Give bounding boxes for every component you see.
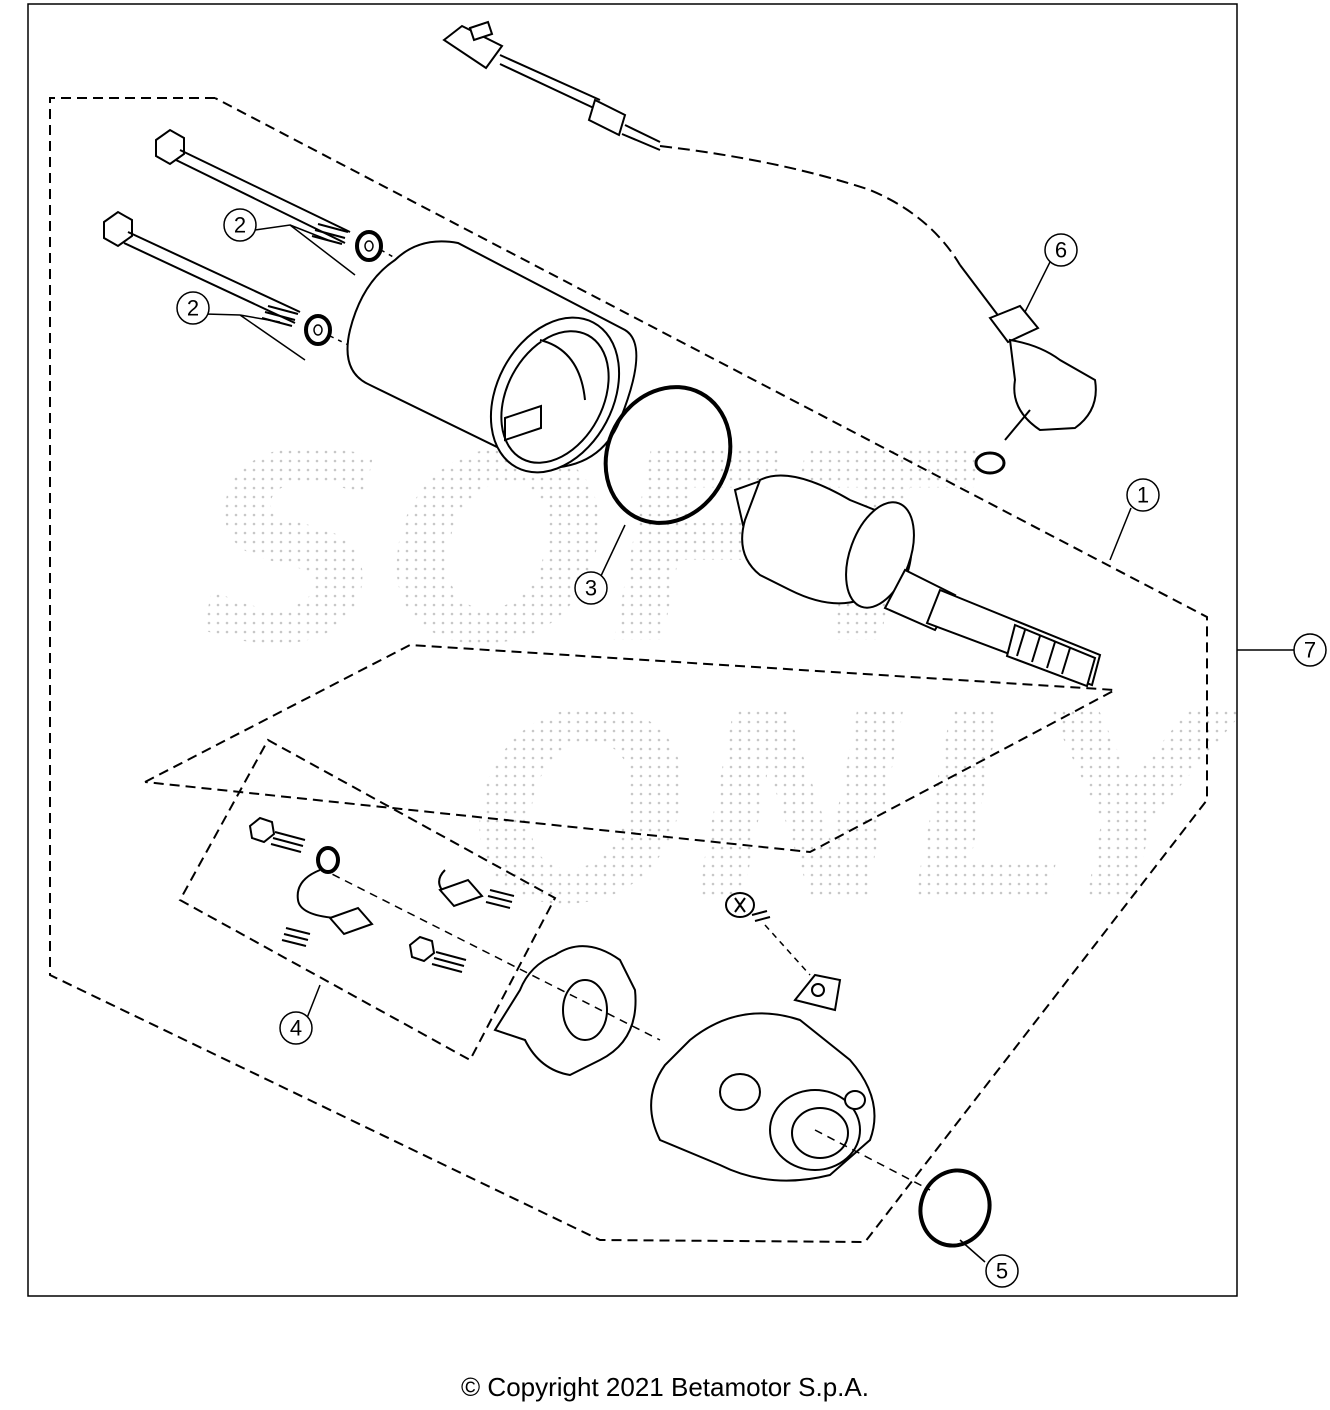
callout-7: 7 — [1293, 633, 1327, 667]
callout-1: 1 — [1126, 478, 1160, 512]
callout-4-label: 4 — [290, 1016, 302, 1041]
assembly-outline — [49, 97, 1208, 1244]
bolt-lower — [103, 210, 301, 327]
screw — [725, 892, 771, 922]
callout-2-lower-label: 2 — [187, 296, 199, 321]
callout-2-lower: 2 — [176, 291, 210, 325]
callout-2-upper-label: 2 — [234, 213, 246, 238]
armature-plane-outline — [144, 643, 1119, 854]
callout-2-upper: 2 — [223, 208, 257, 242]
end-cover — [650, 973, 876, 1182]
callout-4: 4 — [279, 1011, 313, 1045]
brush-holder — [493, 945, 637, 1077]
washer-lower — [304, 314, 332, 346]
o-ring-large — [603, 385, 733, 525]
leader-lines — [204, 224, 1294, 1263]
wire-lead — [442, 20, 1097, 475]
callout-5-label: 5 — [996, 1259, 1008, 1284]
motor-housing — [346, 240, 638, 474]
copyright-notice: © Copyright 2021 Betamotor S.p.A. — [461, 1372, 869, 1402]
callout-3-label: 3 — [585, 576, 597, 601]
callout-6-label: 6 — [1055, 238, 1067, 263]
watermark-line2: ONLY — [470, 660, 1245, 962]
o-ring-small — [918, 1168, 992, 1248]
bolt-upper — [155, 128, 351, 245]
brush-kit-outline — [178, 738, 557, 1062]
callout-6: 6 — [1044, 233, 1078, 267]
callout-7-label: 7 — [1304, 638, 1316, 663]
washer-upper — [355, 230, 383, 262]
callout-1-label: 1 — [1137, 483, 1149, 508]
armature — [733, 474, 1102, 688]
callout-5: 5 — [985, 1254, 1019, 1288]
callout-3: 3 — [574, 571, 608, 605]
brush-set — [248, 816, 515, 973]
